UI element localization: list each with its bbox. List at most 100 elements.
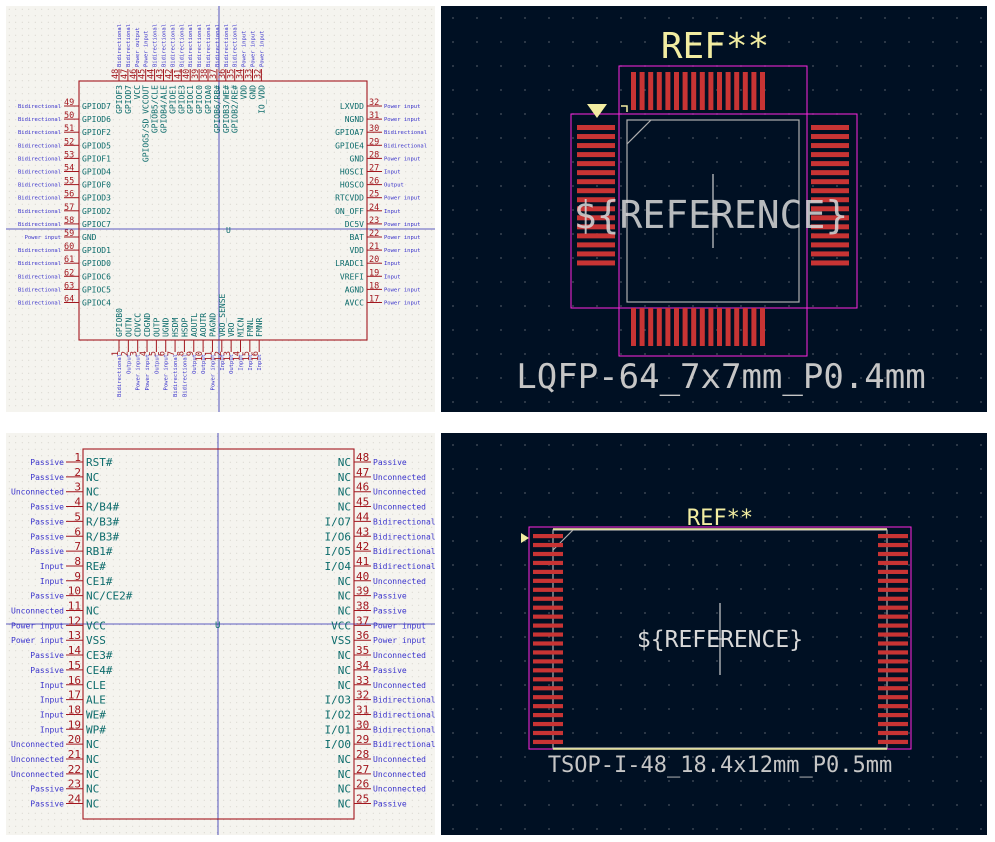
grid-dot: [379, 190, 381, 192]
grid-dot: [151, 158, 153, 160]
grid-dot: [197, 73, 199, 75]
grid-dot: [372, 379, 374, 381]
grid-dot: [210, 392, 212, 394]
grid-dot: [73, 41, 75, 43]
grid-dot: [301, 164, 303, 166]
grid-dot: [15, 112, 17, 114]
grid-dot: [197, 301, 199, 303]
grid-dot: [411, 294, 413, 296]
grid-dot: [8, 93, 10, 95]
grid-dot: [294, 106, 296, 108]
grid-dot: [164, 132, 166, 134]
grid-dot: [860, 17, 862, 19]
grid-dot: [80, 34, 82, 36]
grid-dot: [93, 392, 95, 394]
grid-dot: [223, 47, 225, 49]
grid-dot: [385, 353, 387, 355]
grid-dot: [268, 15, 270, 17]
pin-number: 32: [369, 98, 379, 108]
grid-dot: [548, 329, 550, 331]
grid-dot: [392, 379, 394, 381]
grid-dot: [327, 372, 329, 374]
grid-dot: [73, 346, 75, 348]
grid-dot: [398, 372, 400, 374]
grid-dot: [106, 405, 108, 407]
grid-dot: [21, 533, 23, 535]
grid-dot: [8, 448, 10, 450]
grid-dot: [353, 86, 355, 88]
grid-dot: [41, 392, 43, 394]
grid-dot: [86, 112, 88, 114]
grid-dot: [21, 546, 23, 548]
grid-dot: [301, 210, 303, 212]
grid-dot: [314, 327, 316, 329]
grid-dot: [164, 151, 166, 153]
grid-dot: [28, 164, 30, 166]
grid-dot: [99, 21, 101, 23]
grid-dot: [320, 275, 322, 277]
grid-dot: [67, 41, 69, 43]
grid-dot: [223, 275, 225, 277]
grid-dot: [106, 177, 108, 179]
grid-dot: [203, 392, 205, 394]
grid-dot: [216, 184, 218, 186]
grid-dot: [190, 216, 192, 218]
grid-dot: [80, 275, 82, 277]
grid-dot: [223, 333, 225, 335]
grid-dot: [41, 268, 43, 270]
grid-dot: [184, 34, 186, 36]
grid-dot: [99, 379, 101, 381]
grid-dot: [86, 203, 88, 205]
grid-dot: [125, 392, 127, 394]
grid-dot: [268, 145, 270, 147]
grid-dot: [86, 288, 88, 290]
grid-dot: [281, 268, 283, 270]
grid-dot: [327, 47, 329, 49]
grid-dot: [249, 366, 251, 368]
grid-dot: [132, 353, 134, 355]
grid-dot: [262, 93, 264, 95]
pin-number: 63: [64, 281, 74, 291]
grid-dot: [229, 320, 231, 322]
grid-dot: [138, 275, 140, 277]
pad-bottom: [734, 308, 740, 346]
grid-dot: [21, 275, 23, 277]
grid-dot: [229, 60, 231, 62]
grid-dot: [138, 112, 140, 114]
grid-dot: [164, 106, 166, 108]
grid-dot: [236, 366, 238, 368]
grid-dot: [340, 379, 342, 381]
grid-dot: [138, 171, 140, 173]
grid-dot: [15, 812, 17, 814]
grid-dot: [106, 203, 108, 205]
pin-type: Power input: [384, 156, 420, 162]
grid-dot: [223, 398, 225, 400]
grid-dot: [320, 34, 322, 36]
grid-dot: [197, 190, 199, 192]
grid-dot: [418, 21, 420, 23]
grid-dot: [41, 216, 43, 218]
grid-dot: [223, 151, 225, 153]
grid-dot: [418, 216, 420, 218]
grid-dot: [249, 242, 251, 244]
grid-dot: [249, 151, 251, 153]
grid-dot: [307, 210, 309, 212]
grid-dot: [281, 249, 283, 251]
pin-type: Bidirectional: [18, 170, 61, 176]
grid-dot: [327, 125, 329, 127]
grid-dot: [171, 164, 173, 166]
grid-dot: [405, 28, 407, 30]
grid-dot: [34, 145, 36, 147]
grid-dot: [262, 294, 264, 296]
grid-dot: [132, 320, 134, 322]
pin-number: 59: [64, 229, 74, 239]
grid-dot: [119, 93, 121, 95]
grid-dot: [668, 353, 670, 355]
grid-dot: [15, 385, 17, 387]
grid-dot: [379, 327, 381, 329]
pin-type: Bidirectional: [18, 196, 61, 202]
grid-dot: [294, 301, 296, 303]
grid-dot: [379, 80, 381, 82]
grid-dot: [353, 236, 355, 238]
grid-dot: [346, 145, 348, 147]
